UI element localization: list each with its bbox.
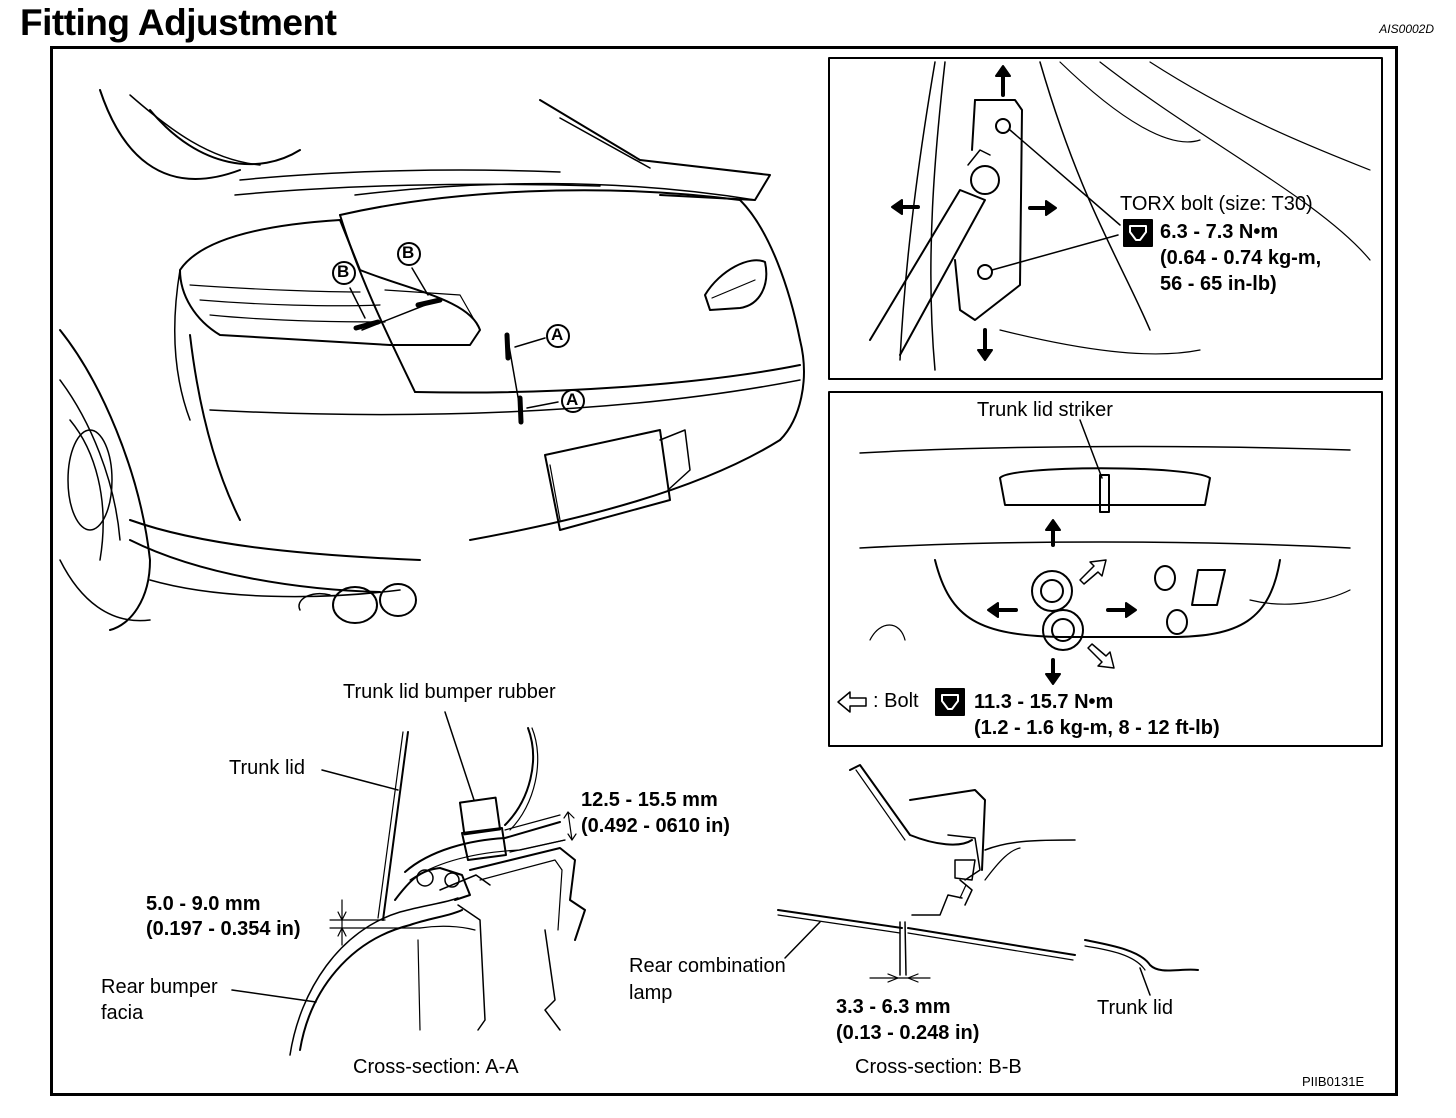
- gap-bb-line2: (0.13 - 0.248 in): [836, 1022, 980, 1044]
- bumper-facia-line1: Rear bumper: [101, 976, 218, 998]
- torque-wrench-icon: [1123, 219, 1153, 247]
- caption-aa: Cross-section: A-A: [353, 1056, 519, 1078]
- torque-wrench-icon: [935, 688, 965, 716]
- torx-torque-line2: (0.64 - 0.74 kg-m,: [1160, 247, 1322, 269]
- hollow-arrow-left-icon: [837, 691, 867, 713]
- marker-b-right: B: [402, 243, 415, 262]
- torx-torque-line1: 6.3 - 7.3 N•m: [1160, 221, 1279, 243]
- lamp-label-line1: Rear combination: [629, 955, 786, 977]
- striker-torque-line1: 11.3 - 15.7 N•m: [974, 691, 1114, 713]
- reference-code: AIS0002D: [1379, 22, 1434, 36]
- bolt-legend: : Bolt: [873, 690, 919, 712]
- gap-lower-line2: (0.197 - 0.354 in): [146, 918, 301, 940]
- torx-bolt-label: TORX bolt (size: T30): [1120, 193, 1313, 215]
- marker-a-upper: A: [551, 325, 564, 344]
- lamp-label-line2: lamp: [629, 982, 673, 1004]
- gap-lower-line1: 5.0 - 9.0 mm: [146, 893, 261, 915]
- torx-torque-spec: 6.3 - 7.3 N•m (0.64 - 0.74 kg-m, 56 - 65…: [1160, 219, 1321, 297]
- striker-label: Trunk lid striker: [977, 399, 1113, 421]
- trunk-lid-label-aa: Trunk lid: [229, 757, 305, 779]
- marker-a-lower: A: [566, 390, 579, 409]
- gap-bb-line1: 3.3 - 6.3 mm: [836, 996, 951, 1018]
- figure-code: PIIB0131E: [1302, 1074, 1365, 1089]
- striker-torque-line2: (1.2 - 1.6 kg-m, 8 - 12 ft-lb): [974, 717, 1220, 739]
- car-rear-view: [59, 89, 805, 631]
- gap-upper-line1: 12.5 - 15.5 mm: [581, 789, 718, 811]
- cross-section-a-a: [231, 711, 586, 1056]
- marker-b-left: B: [337, 262, 350, 281]
- torx-bolt-panel: [828, 57, 1383, 380]
- trunk-lid-label-bb: Trunk lid: [1097, 997, 1173, 1019]
- striker-panel: [828, 391, 1383, 747]
- torx-torque-line3: 56 - 65 in-lb): [1160, 273, 1277, 295]
- caption-bb: Cross-section: B-B: [855, 1056, 1022, 1078]
- gap-upper-line2: (0.492 - 0610 in): [581, 815, 730, 837]
- page-title: Fitting Adjustment: [20, 2, 337, 43]
- bumper-rubber-label: Trunk lid bumper rubber: [343, 681, 556, 703]
- bumper-facia-line2: facia: [101, 1002, 144, 1024]
- figure-frame: [50, 46, 1398, 1096]
- cross-section-b-b: [777, 764, 1199, 996]
